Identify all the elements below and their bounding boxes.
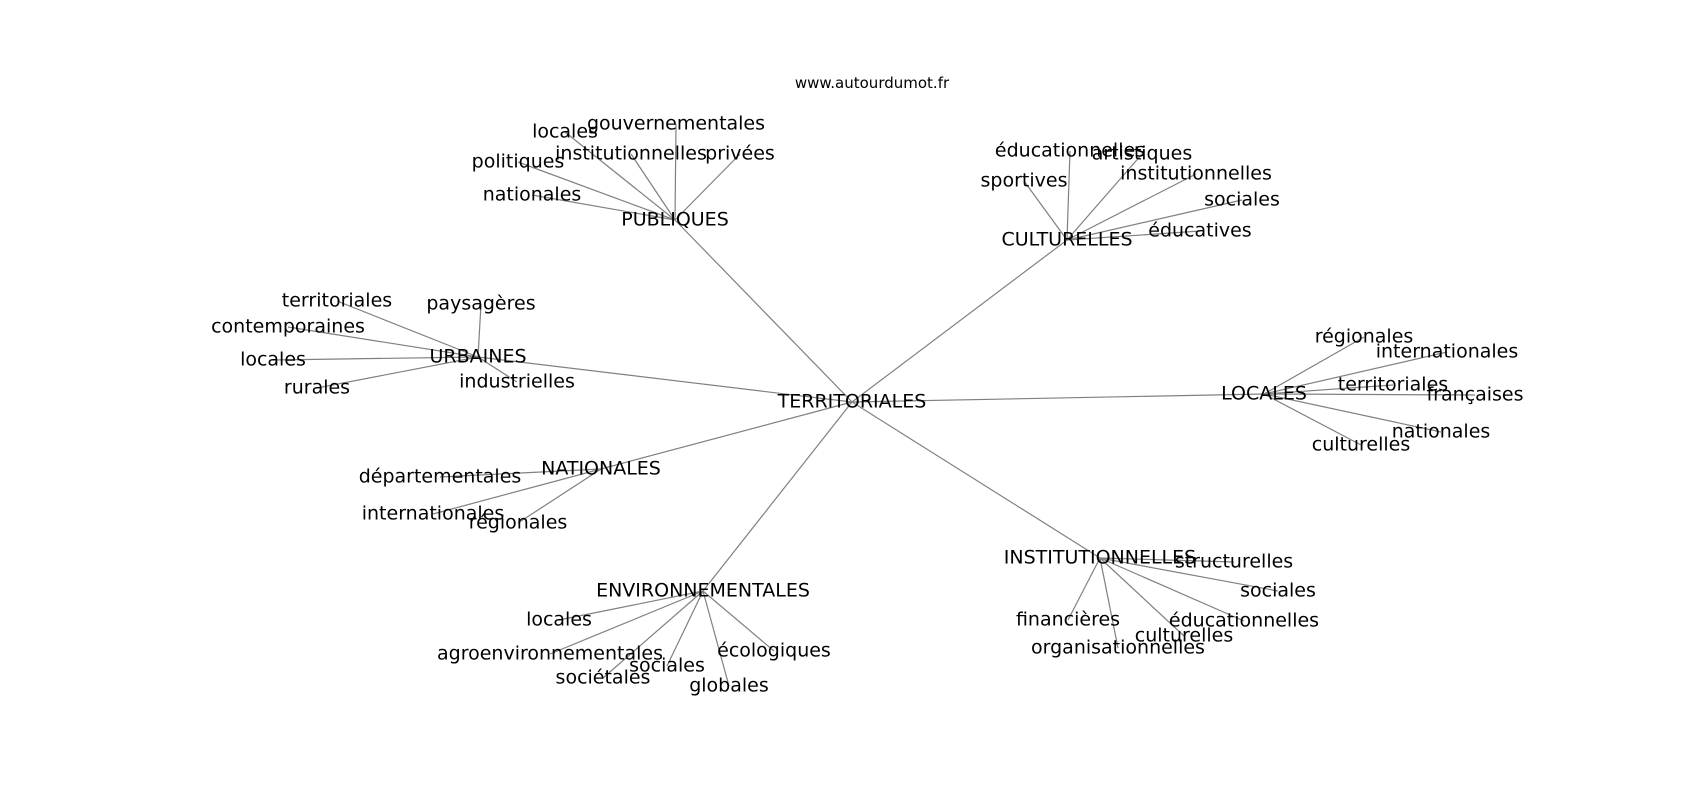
- edge-publiques-child-0: [564, 131, 676, 221]
- edge-environnementales-child-3: [702, 590, 775, 652]
- edge-environnementales-child-4: [602, 590, 704, 679]
- leaf-node-locales: nationales: [1392, 421, 1491, 443]
- edge-nationales-child-1: [432, 468, 602, 515]
- edge-locales-child-4: [1263, 393, 1442, 433]
- edge-publiques-child-5: [531, 194, 676, 221]
- edge-locales-child-0: [1263, 336, 1365, 395]
- leaf-node-environnementales: locales: [526, 609, 592, 631]
- leaf-node-publiques: privées: [705, 143, 775, 165]
- leaf-node-publiques: locales: [532, 121, 598, 143]
- group-node-environnementales: ENVIRONNEMENTALES: [596, 580, 810, 602]
- leaf-node-institutionnelles: organisationnelles: [1031, 637, 1205, 659]
- leaf-node-urbaines: rurales: [284, 377, 350, 399]
- edge-root-publiques: [674, 219, 853, 403]
- edge-root-urbaines: [477, 356, 853, 403]
- edge-environnementales-child-5: [702, 590, 730, 687]
- edge-urbaines-child-3: [272, 356, 479, 361]
- leaf-node-urbaines: contemporaines: [211, 316, 365, 338]
- edge-institutionnelles-child-5: [1099, 557, 1119, 649]
- edge-root-institutionnelles: [851, 401, 1101, 559]
- edge-urbaines-child-1: [477, 303, 482, 358]
- edge-urbaines-child-0: [336, 300, 479, 358]
- edge-locales-child-3: [1263, 393, 1476, 396]
- group-node-publiques: PUBLIQUES: [621, 209, 729, 231]
- graph-edges: [272, 123, 1476, 687]
- leaf-node-nationales: départementales: [359, 466, 522, 488]
- group-node-locales: LOCALES: [1221, 383, 1307, 405]
- leaf-node-locales: territoriales: [1338, 374, 1448, 396]
- edge-culturelles-child-4: [1066, 199, 1243, 241]
- edge-culturelles-child-5: [1066, 230, 1201, 241]
- leaf-node-culturelles: institutionnelles: [1120, 163, 1272, 185]
- edge-institutionnelles-child-0: [1099, 557, 1235, 563]
- leaf-node-institutionnelles: financières: [1016, 609, 1120, 631]
- edge-culturelles-child-1: [1066, 153, 1143, 241]
- edge-publiques-child-1: [674, 123, 677, 221]
- leaf-node-environnementales: sociétales: [556, 667, 651, 689]
- edge-institutionnelles-child-4: [1099, 557, 1185, 637]
- edge-urbaines-child-4: [316, 356, 479, 389]
- edge-environnementales-child-1: [549, 590, 704, 655]
- group-node-nationales: NATIONALES: [541, 458, 661, 480]
- edge-root-locales: [851, 393, 1265, 403]
- leaf-node-environnementales: globales: [689, 675, 769, 697]
- site-watermark: www.autourdumot.fr: [795, 74, 950, 92]
- edge-culturelles-child-2: [1066, 173, 1197, 241]
- edge-locales-child-1: [1263, 351, 1448, 395]
- leaf-node-institutionnelles: sociales: [1240, 580, 1316, 602]
- leaf-node-urbaines: industrielles: [459, 371, 575, 393]
- edge-urbaines-child-5: [477, 356, 518, 383]
- edge-root-culturelles: [851, 239, 1068, 403]
- leaf-node-culturelles: artistiques: [1092, 143, 1193, 165]
- leaf-node-culturelles: éducationnelles: [995, 140, 1145, 162]
- edge-environnementales-child-2: [666, 590, 704, 667]
- edge-locales-child-2: [1263, 384, 1394, 395]
- edge-publiques-child-2: [630, 153, 676, 221]
- edge-nationales-child-2: [517, 468, 602, 524]
- leaf-node-institutionnelles: culturelles: [1135, 625, 1234, 647]
- edge-culturelles-child-0: [1066, 150, 1071, 241]
- edge-institutionnelles-child-1: [1099, 557, 1279, 592]
- edge-locales-child-5: [1263, 393, 1362, 446]
- leaf-node-locales: culturelles: [1312, 434, 1411, 456]
- edge-culturelles-child-3: [1023, 180, 1068, 241]
- leaf-node-culturelles: sportives: [981, 170, 1068, 192]
- edge-publiques-child-4: [517, 161, 676, 221]
- edge-environnementales-child-0: [558, 590, 704, 621]
- edge-institutionnelles-child-3: [1099, 557, 1245, 622]
- edge-nationales-child-0: [439, 468, 602, 478]
- leaf-node-urbaines: territoriales: [282, 290, 392, 312]
- edge-publiques-child-3: [674, 153, 741, 221]
- edge-root-nationales: [600, 401, 853, 470]
- leaf-node-urbaines: locales: [240, 349, 306, 371]
- leaf-node-nationales: régionales: [469, 512, 568, 534]
- group-node-urbaines: URBAINES: [429, 346, 526, 368]
- leaf-node-environnementales: agroenvironnementales: [437, 643, 663, 665]
- graph-labels: www.autourdumot.fr TERRITORIALES PUBLIQUE…: [211, 74, 1523, 697]
- leaf-node-institutionnelles: structurelles: [1175, 551, 1293, 573]
- leaf-node-environnementales: écologiques: [717, 640, 831, 662]
- edge-root-environnementales: [702, 401, 853, 592]
- edge-institutionnelles-child-2: [1067, 557, 1101, 621]
- leaf-node-environnementales: sociales: [629, 655, 705, 677]
- leaf-node-institutionnelles: éducationnelles: [1169, 610, 1319, 632]
- leaf-node-culturelles: sociales: [1204, 189, 1280, 211]
- leaf-node-locales: françaises: [1426, 384, 1523, 406]
- leaf-node-nationales: internationales: [362, 503, 505, 525]
- leaf-node-culturelles: éducatives: [1148, 220, 1251, 242]
- group-node-culturelles: CULTURELLES: [1001, 229, 1132, 251]
- leaf-node-urbaines: paysagères: [426, 293, 535, 315]
- leaf-node-locales: régionales: [1315, 326, 1414, 348]
- leaf-node-publiques: politiques: [472, 151, 565, 173]
- group-node-institutionnelles: INSTITUTIONNELLES: [1004, 547, 1196, 569]
- leaf-node-publiques: institutionnelles: [555, 143, 707, 165]
- leaf-node-publiques: nationales: [483, 184, 582, 206]
- root-node-label: TERRITORIALES: [777, 391, 927, 413]
- leaf-node-locales: internationales: [1376, 341, 1519, 363]
- leaf-node-publiques: gouvernementales: [587, 113, 765, 135]
- edge-urbaines-child-2: [287, 326, 479, 358]
